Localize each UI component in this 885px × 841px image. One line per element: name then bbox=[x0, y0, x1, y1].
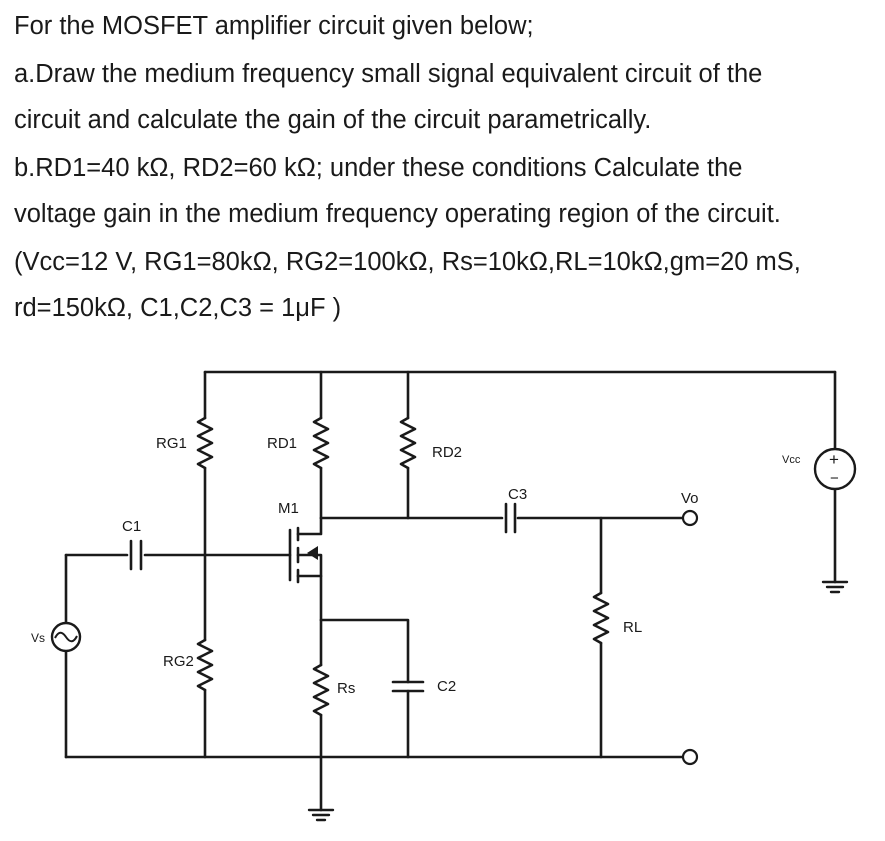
vcc-label: Vcc bbox=[782, 454, 801, 466]
vo-label: Vo bbox=[681, 490, 699, 507]
rg2-resistor bbox=[196, 638, 214, 692]
m1-label: M1 bbox=[278, 500, 299, 517]
rg1-label: RG1 bbox=[156, 435, 187, 452]
c3-capacitor bbox=[504, 502, 517, 534]
ground-terminal bbox=[681, 748, 699, 766]
c2-capacitor bbox=[391, 680, 425, 693]
params-line-1: (Vcc=12 V, RG1=80kΩ, RG2=100kΩ, Rs=10kΩ,… bbox=[14, 248, 801, 276]
rg2-label: RG2 bbox=[163, 653, 194, 670]
c1-label: C1 bbox=[122, 518, 141, 535]
vcc-source-icon bbox=[813, 447, 857, 491]
vs-label: Vs bbox=[31, 631, 45, 645]
rd2-label: RD2 bbox=[432, 444, 462, 461]
c3-label: C3 bbox=[508, 486, 527, 503]
rs-resistor bbox=[312, 663, 330, 717]
params-line-2: rd=150kΩ, C1,C2,C3 = 1μF ) bbox=[14, 294, 342, 322]
vo-terminal bbox=[681, 509, 699, 527]
rl-resistor bbox=[592, 591, 610, 645]
problem-text: For the MOSFET amplifier circuit given b… bbox=[14, 8, 880, 336]
c2-label: C2 bbox=[437, 678, 456, 695]
intro-line: For the MOSFET amplifier circuit given b… bbox=[14, 12, 534, 40]
c1-capacitor bbox=[129, 539, 143, 571]
vcc-minus-label: − bbox=[830, 470, 839, 487]
rd1-label: RD1 bbox=[267, 435, 297, 452]
rl-label: RL bbox=[623, 619, 642, 636]
source-arrow-icon bbox=[307, 546, 318, 560]
rd1-resistor bbox=[312, 416, 330, 470]
part-a-line-2: circuit and calculate the gain of the ci… bbox=[14, 106, 652, 134]
ground-icon bbox=[307, 808, 335, 822]
part-b-line-2: voltage gain in the medium frequency ope… bbox=[14, 200, 781, 228]
part-a-line-1: a.Draw the medium frequency small signal… bbox=[14, 60, 763, 88]
vcc-plus-label: + bbox=[829, 450, 839, 469]
rg1-resistor bbox=[196, 416, 214, 470]
rs-label: Rs bbox=[337, 680, 355, 697]
part-b-line-1: b.RD1=40 kΩ, RD2=60 kΩ; under these cond… bbox=[14, 154, 743, 182]
rd2-resistor bbox=[399, 416, 417, 470]
vcc-ground-icon bbox=[821, 580, 849, 594]
